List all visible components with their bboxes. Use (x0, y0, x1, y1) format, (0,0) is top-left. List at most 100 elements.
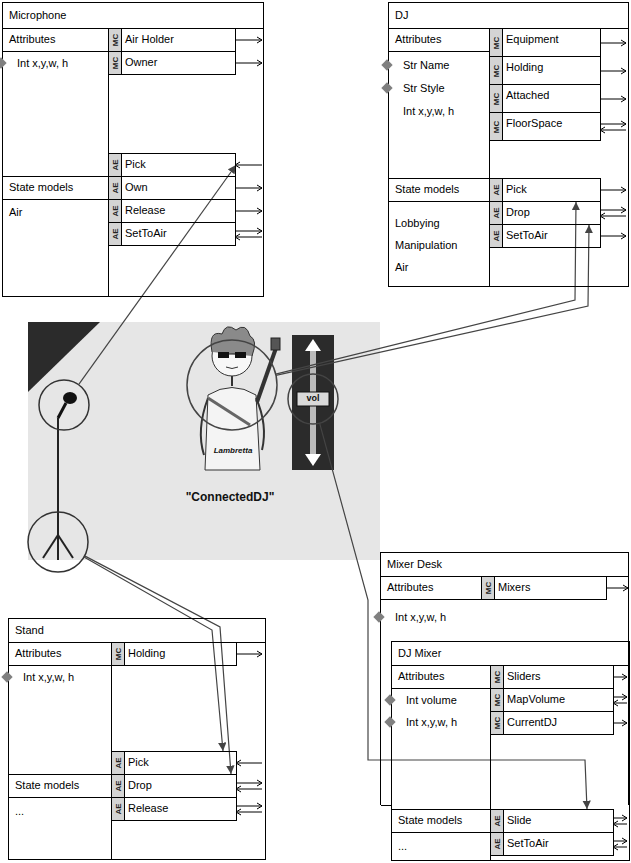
port-box: AE Release (108, 199, 236, 223)
port-tag: MC (112, 643, 125, 665)
port-arrow (600, 37, 626, 49)
port-name: Air Holder (125, 33, 174, 46)
class-box: DJ MixerAttributesInt volumeInt x,y,w, h… (391, 641, 630, 861)
port-kind: AE (111, 205, 120, 216)
port-kind: MC (111, 57, 120, 69)
port-arrow (235, 57, 262, 69)
port-name: Release (125, 204, 165, 217)
attribute-diamond (381, 82, 392, 93)
port-arrow (235, 159, 262, 171)
port-kind: AE (492, 184, 501, 195)
port-name: Sliders (507, 670, 541, 683)
port-kind: AE (492, 207, 501, 218)
port-name: MapVolume (507, 693, 565, 706)
box-text: Attributes (398, 670, 444, 683)
port-arrow (613, 694, 627, 706)
rule-line (389, 51, 489, 52)
port-name: SetToAir (506, 229, 548, 242)
port-kind: MC (492, 92, 501, 104)
port-name: Equipment (506, 33, 559, 46)
port-box: AE Own (108, 176, 236, 200)
connector (79, 165, 236, 385)
box-text: Air (9, 206, 22, 219)
box-text: Attributes (15, 647, 61, 660)
box-text: Int x,y,w, h (406, 716, 457, 729)
box-text: Int x,y,w, h (17, 57, 68, 70)
port-tag: AE (112, 752, 125, 774)
port-box: MCOwner (108, 51, 236, 75)
port-box: AEDrop (111, 774, 237, 798)
port-kind: AE (114, 780, 123, 791)
port-kind: AE (114, 757, 123, 768)
port-tag: AE (109, 200, 122, 222)
attribute-diamond (381, 59, 392, 70)
port-box: MC Attached (489, 84, 601, 113)
port-name: SetToAir (125, 227, 167, 240)
box-title: DJ Mixer (398, 647, 441, 660)
connector (320, 423, 587, 809)
box-text: Attributes (387, 581, 433, 594)
port-name: Drop (506, 206, 530, 219)
port-box: AESetToAir (108, 222, 236, 246)
port-box: AE Pick (108, 153, 236, 177)
port-arrow (236, 780, 262, 792)
box-text: State models (398, 814, 462, 827)
port-box: AESetToAir (490, 832, 614, 856)
port-box: MCMixers (481, 576, 607, 600)
box-text: Attributes (395, 33, 441, 46)
illustration-panel: Lambrettavol"ConnectedDJ" (28, 322, 380, 560)
rule-line (9, 797, 111, 798)
port-box: MCEquipment (489, 28, 601, 57)
port-kind: AE (492, 230, 501, 241)
port-name: Pick (125, 158, 146, 171)
port-name: Mixers (498, 581, 530, 594)
rule-line (3, 51, 108, 52)
port-arrow (613, 838, 627, 850)
port-box: AESlide (490, 809, 614, 833)
port-kind: MC (111, 34, 120, 46)
port-name: FloorSpace (506, 117, 562, 130)
box-text: Str Style (403, 82, 445, 95)
port-tag: AE (112, 775, 125, 797)
port-tag: AE (490, 202, 503, 224)
attribute-diamond (0, 57, 7, 68)
port-tag: AE (491, 810, 504, 832)
port-kind: AE (111, 159, 120, 170)
port-box: MCMapVolume (490, 688, 614, 712)
port-tag: AE (490, 225, 503, 247)
port-kind: AE (111, 182, 120, 193)
box-title: Microphone (9, 9, 66, 22)
rule-line (392, 832, 490, 833)
class-box: StandAttributesInt x,y,w, hState models.… (8, 618, 266, 860)
box-text: Int x,y,w, h (395, 611, 446, 624)
attribute-diamond (373, 611, 384, 622)
port-arrow (606, 582, 628, 594)
port-kind: AE (114, 803, 123, 814)
port-tag: AE (109, 177, 122, 199)
box-text: ... (15, 805, 24, 818)
port-arrow (236, 757, 262, 769)
port-tag: MC (491, 666, 504, 688)
port-arrow (600, 207, 626, 219)
port-tag: AE (109, 223, 122, 245)
port-kind: MC (493, 717, 502, 729)
port-arrow (600, 184, 626, 196)
class-box: Mixer DeskAttributesInt x,y,w, hMCMixers… (380, 552, 629, 805)
figure-caption: "ConnectedDJ" (140, 490, 320, 505)
port-arrow (236, 648, 262, 660)
port-arrow (600, 230, 626, 242)
port-box: MCSliders (490, 665, 614, 689)
port-name: Attached (506, 89, 549, 102)
port-box: MCHolding (489, 56, 601, 85)
port-tag: MC (491, 712, 504, 734)
box-text: State models (15, 779, 79, 792)
port-tag: MC (490, 29, 503, 56)
attribute-diamond (384, 716, 395, 727)
attribute-diamond (384, 694, 395, 705)
port-name: Pick (128, 756, 149, 769)
port-name: Own (125, 181, 148, 194)
port-kind: AE (493, 838, 502, 849)
box-text: Manipulation (395, 239, 457, 252)
